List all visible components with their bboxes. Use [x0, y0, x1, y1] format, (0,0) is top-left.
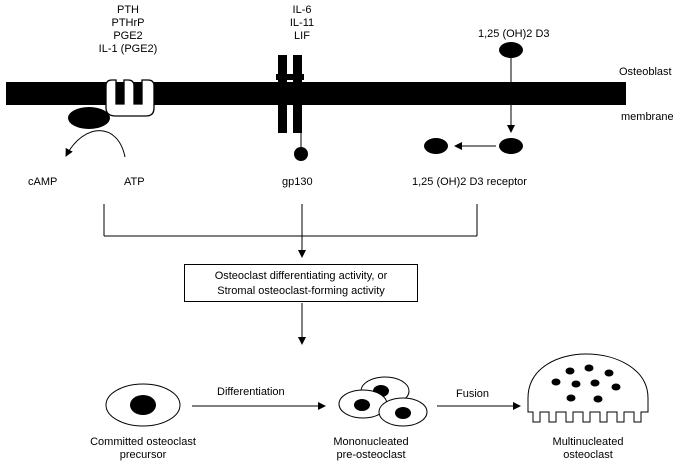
box-line-2: Stromal osteoclast-forming activity	[217, 285, 385, 297]
gp130-receptor	[276, 55, 308, 161]
differentiation-label: Differentiation	[217, 386, 285, 398]
ligand-lif: LIF	[294, 30, 310, 42]
atp-label: ATP	[124, 176, 145, 188]
ligand-il1: IL-1 (PGE2)	[98, 43, 158, 55]
pth-receptor	[105, 79, 155, 117]
membrane-label-osteoblast: Osteoblast	[619, 66, 672, 78]
multinucleated-label: Multinucleated osteoclast	[552, 436, 624, 461]
il-ligand-list: IL-6 IL-11 LIF	[274, 4, 330, 43]
pth-ligand-list: PTH PTHrP PGE2 IL-1 (PGE2)	[96, 4, 160, 56]
convergence-bracket	[103, 204, 478, 258]
vitd-receptor-label: 1,25 (OH)2 D3 receptor	[412, 176, 527, 188]
box-line-1: Osteoclast differentiating activity, or	[214, 270, 388, 282]
mononucleated-cells	[338, 376, 428, 427]
camp-label: cAMP	[28, 176, 58, 188]
adenylate-cyclase	[68, 107, 110, 129]
ligand-pth: PTH	[117, 4, 139, 16]
ligand-pthrp: PTHrP	[111, 17, 145, 29]
ligand-il6: IL-6	[292, 4, 312, 16]
gp130-label: gp130	[282, 176, 313, 188]
vitd-ligand-label: 1,25 (OH)2 D3	[478, 28, 550, 40]
fusion-label: Fusion	[456, 388, 490, 400]
committed-precursor-label: Committed osteoclast precursor	[90, 436, 196, 461]
osteoblast-membrane	[6, 82, 626, 105]
atp-to-camp-arrow	[65, 130, 126, 158]
mononucleated-label: Mononucleated pre-osteoclast	[333, 436, 409, 461]
ligand-pge2: PGE2	[113, 30, 143, 42]
vitd-molecule	[499, 42, 523, 58]
osteoclast-activity-box: Osteoclast differentiating activity, or …	[184, 264, 418, 302]
multinucleated-osteoclast	[527, 353, 649, 423]
ligand-il11: IL-11	[289, 17, 315, 29]
committed-precursor-cell	[105, 383, 181, 427]
membrane-label-membrane: membrane	[621, 111, 674, 123]
vitd-bound-ligand	[499, 138, 523, 154]
vitd-receptor	[424, 138, 448, 154]
